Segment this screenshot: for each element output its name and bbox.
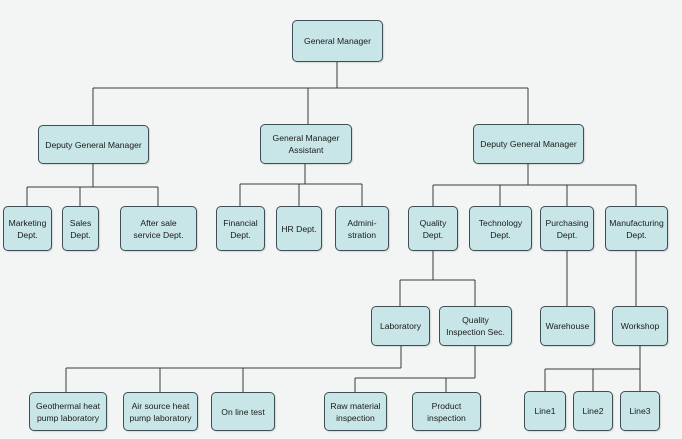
node-administration: Admini- stration <box>335 206 389 251</box>
node-workshop: Workshop <box>612 306 668 346</box>
node-geothermal-heat-pump-laboratory: Geothermal heat pump laboratory <box>29 392 107 431</box>
node-marketing-dept: Marketing Dept. <box>3 206 52 251</box>
node-technology-dept: Technology Dept. <box>469 206 532 251</box>
node-on-line-test: On line test <box>211 392 275 431</box>
node-general-manager: General Manager <box>292 20 383 62</box>
node-deputy-general-manager-left: Deputy General Manager <box>38 125 149 164</box>
node-laboratory: Laboratory <box>371 306 430 346</box>
node-line1: Line1 <box>524 391 566 431</box>
node-quality-dept: Quality Dept. <box>408 206 458 251</box>
node-financial-dept: Financial Dept. <box>216 206 265 251</box>
node-quality-inspection-sec: Quality Inspection Sec. <box>439 306 512 346</box>
node-product-inspection: Product inspection <box>412 392 481 431</box>
node-sales-dept: Sales Dept. <box>62 206 99 251</box>
node-manufacturing-dept: Manufacturing Dept. <box>605 206 668 251</box>
node-line2: Line2 <box>573 391 613 431</box>
node-raw-material-inspection: Raw material inspection <box>324 392 387 431</box>
node-hr-dept: HR Dept. <box>276 206 322 251</box>
node-purchasing-dept: Purchasing Dept. <box>540 206 594 251</box>
node-warehouse: Warehouse <box>540 306 595 346</box>
node-air-source-heat-pump-laboratory: Air source heat pump laboratory <box>123 392 198 431</box>
node-deputy-general-manager-right: Deputy General Manager <box>473 124 584 164</box>
node-after-sale-service-dept: After sale service Dept. <box>120 206 197 251</box>
node-line3: Line3 <box>620 391 660 431</box>
node-general-manager-assistant: General Manager Assistant <box>260 124 352 164</box>
